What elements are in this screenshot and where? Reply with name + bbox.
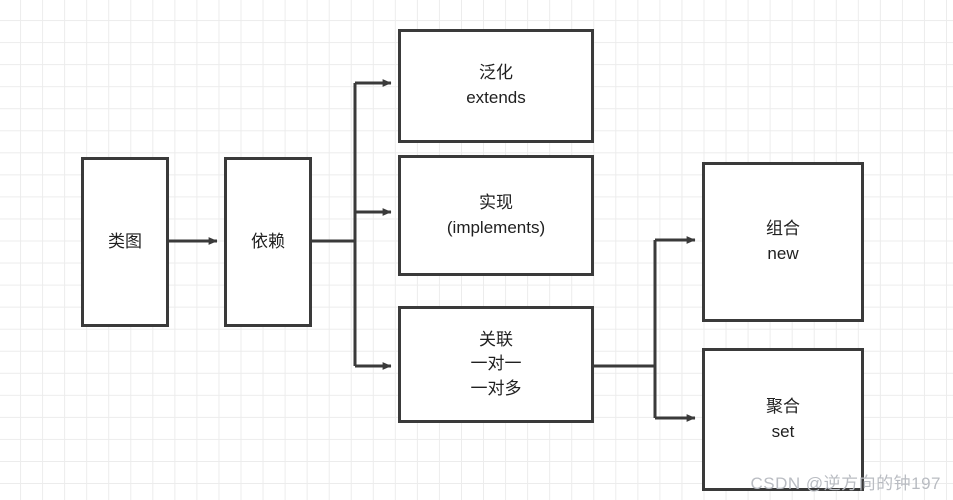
edge-dependency-trunk (312, 83, 357, 366)
node-label-line: 泛化 (479, 63, 513, 83)
node-label-line: 关联 (479, 329, 513, 349)
node-class-diagram[interactable]: 类图 (81, 157, 169, 327)
node-label-line: 实现 (479, 192, 513, 212)
node-generalization[interactable]: 泛化 extends (398, 29, 594, 143)
node-label-line: 类图 (108, 231, 142, 251)
edge-association-trunk (594, 240, 657, 418)
node-label-line: set (771, 421, 795, 441)
node-composition[interactable]: 组合 new (702, 162, 864, 322)
node-dependency[interactable]: 依赖 (224, 157, 312, 327)
node-association[interactable]: 关联一对一一对多 (398, 306, 594, 423)
node-label-line: 组合 (766, 219, 800, 239)
node-label-line: (implements) (446, 217, 546, 237)
node-label-line: new (767, 244, 799, 263)
node-label-line: 依赖 (251, 231, 285, 251)
csdn-watermark: CSDN @逆方向的钟197 (750, 474, 941, 493)
node-label-line: extends (466, 88, 526, 107)
node-aggregation[interactable]: 聚合 set (702, 348, 864, 491)
node-realization[interactable]: 实现 (implements) (398, 155, 594, 276)
node-label-line: 一对一 (470, 354, 522, 374)
node-label-line: 一对多 (470, 378, 522, 398)
node-label-line: 聚合 (766, 396, 800, 416)
